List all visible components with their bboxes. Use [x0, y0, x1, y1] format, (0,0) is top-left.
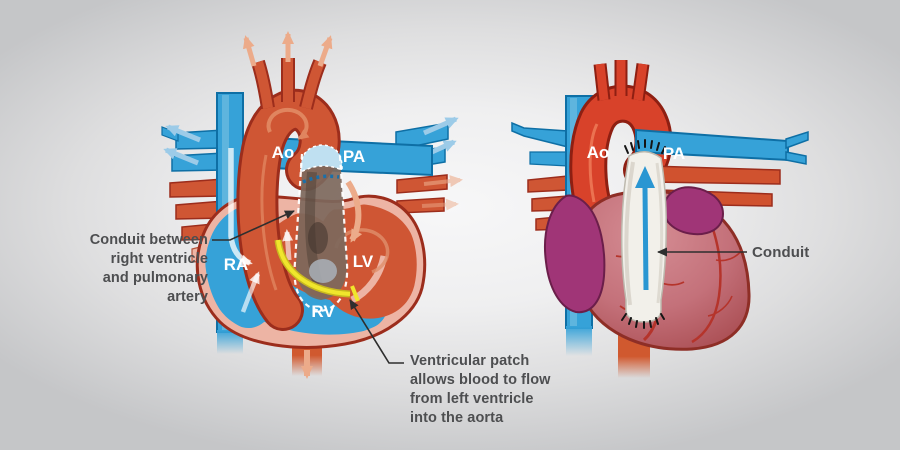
leader-line-conduit-left — [212, 210, 295, 241]
annotation-ventricular-patch: Ventricular patch allows blood to flow f… — [410, 352, 590, 428]
flow-arrow-up-icon — [317, 35, 333, 67]
annotation-line: Ventricular patch — [410, 353, 530, 369]
blood-flow-arrows-left — [228, 148, 363, 313]
right-heart-diagram: Ao PA — [511, 60, 809, 378]
annotation-line: allows blood to flow — [410, 372, 551, 388]
flow-arrow-left-icon — [163, 147, 199, 166]
label-rv: RV — [311, 302, 335, 321]
rv-pa-conduit-left — [293, 144, 349, 313]
left-heart-diagram: Ao PA RA LV RV — [161, 31, 463, 379]
label-lv: LV — [353, 252, 374, 271]
flow-arrow-left-icon — [165, 124, 201, 143]
right-atrial-appendage — [544, 194, 606, 314]
ventricular-patch — [274, 239, 360, 302]
label-aorta-right: Ao — [587, 143, 610, 162]
pulmonary-artery-right — [635, 128, 809, 165]
annotation-line: artery — [167, 289, 208, 305]
aorta-left — [236, 31, 341, 331]
annotation-line: from left ventricle — [410, 391, 534, 407]
annotation-line: right ventricle — [110, 251, 208, 267]
rv-pa-conduit-right — [620, 139, 667, 329]
annotation-line: into the aorta — [410, 410, 504, 426]
suture-stitches-bottom-icon — [621, 313, 665, 329]
label-pa-left: PA — [343, 147, 365, 166]
annotation-conduit-right: Conduit — [752, 244, 810, 261]
annotation-line: Conduit between — [89, 232, 208, 248]
suture-stitches-top-icon — [624, 139, 666, 154]
label-aorta-left: Ao — [272, 143, 295, 162]
label-ra: RA — [224, 255, 249, 274]
annotation-line: and pulmonary — [102, 270, 208, 286]
conduit-flow-arrow-icon — [635, 166, 655, 291]
leader-line-patch — [349, 299, 404, 364]
pa-patch-cap — [300, 144, 343, 174]
annotation-conduit-left: Conduit between right ventricle and pulm… — [58, 231, 208, 307]
flow-arrow-up-icon — [242, 35, 257, 67]
label-pa-right: PA — [663, 144, 685, 163]
flow-arrow-right-icon — [422, 116, 459, 136]
